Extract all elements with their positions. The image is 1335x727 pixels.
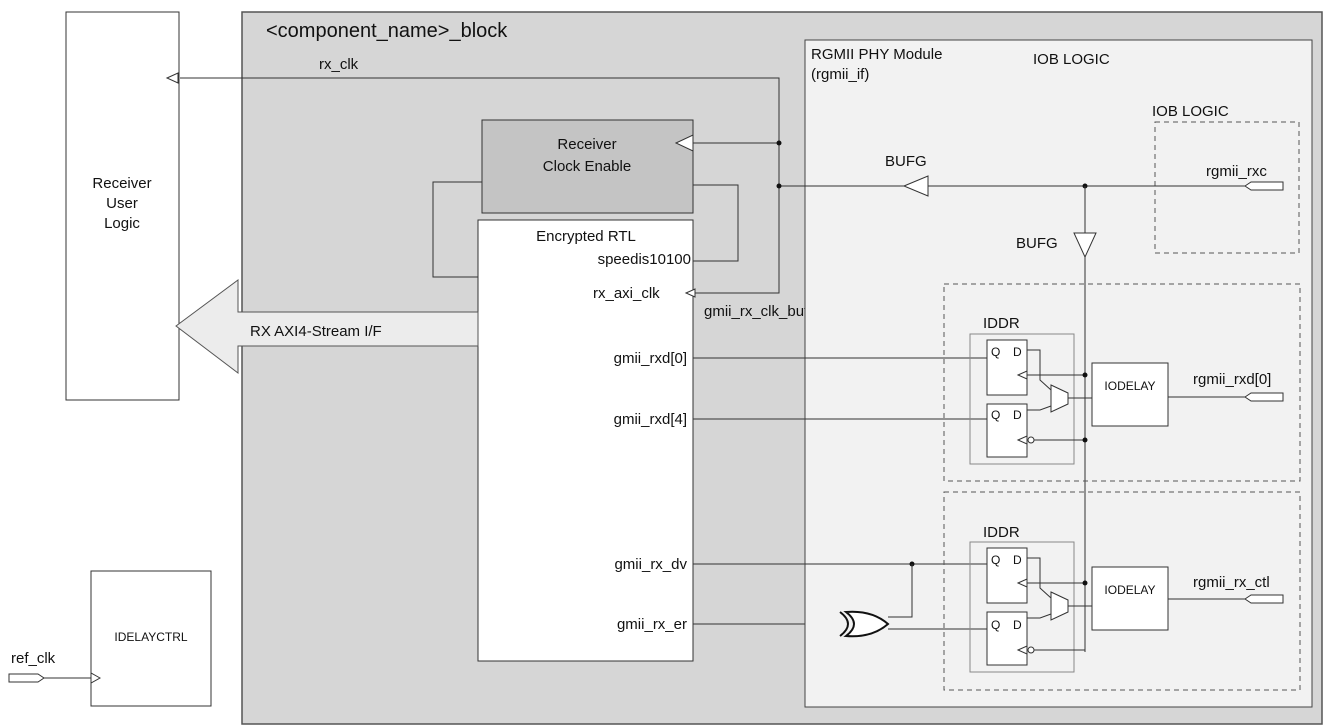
user-logic-line3: Logic bbox=[104, 215, 140, 232]
rxd0-port-label: gmii_rxd[0] bbox=[614, 350, 687, 367]
receiver-clock-enable-box bbox=[481, 119, 694, 214]
encrypted-rtl-title: Encrypted RTL bbox=[536, 228, 636, 245]
iddr-top-mux-icon bbox=[1050, 384, 1069, 413]
gmii-rx-clk-bufg-label: gmii_rx_clk_bufg bbox=[704, 303, 817, 320]
xor-gate-icon-phy bbox=[839, 610, 890, 638]
rgmii-rxd0-label: rgmii_rxd[0] bbox=[1193, 371, 1271, 388]
axi-clk-port-label: rx_axi_clk bbox=[593, 285, 660, 302]
speed-port-label: speedis10100 bbox=[598, 251, 691, 268]
idelayctrl-label: IDELAYCTRL bbox=[114, 630, 187, 644]
iddr-top-ff2 bbox=[986, 403, 1028, 458]
iddr-bottom-d1: D bbox=[1013, 553, 1022, 567]
ref-clk-port-icon bbox=[8, 673, 45, 683]
iddr-bottom-q1: Q bbox=[991, 553, 1000, 567]
speed-wire bbox=[693, 184, 739, 262]
rx-dv-port-label: gmii_rx_dv bbox=[614, 556, 687, 573]
iddr-bottom-ff2-clk-bubble bbox=[1027, 646, 1035, 654]
phy-module-line1: RGMII PHY Module bbox=[811, 46, 942, 63]
iodelay-bottom-label: IODELAY bbox=[1104, 583, 1155, 597]
idelayctrl-box bbox=[90, 570, 212, 707]
iddr-bottom-title: IDDR bbox=[983, 524, 1020, 541]
iob-dashed-top bbox=[943, 283, 1301, 482]
ref-clk-clk-icon bbox=[90, 672, 102, 684]
rx-clk-arrowhead bbox=[165, 72, 179, 84]
axi-clk-wire bbox=[695, 186, 780, 294]
rgmii-rx-ctl-label: rgmii_rx_ctl bbox=[1193, 574, 1270, 591]
axi-stream-arrow bbox=[175, 279, 479, 375]
iodelay-bottom-box bbox=[1091, 566, 1169, 631]
block-title: <component_name>_block bbox=[266, 20, 508, 42]
iddr-top-d2-wire bbox=[1027, 405, 1052, 411]
phy-module-line2: (rgmii_if) bbox=[811, 66, 869, 83]
rce-line1: Receiver bbox=[557, 136, 616, 153]
iddr-bottom-q2: Q bbox=[991, 618, 1000, 632]
receiver-user-logic-box bbox=[65, 11, 180, 401]
rce-line2: Clock Enable bbox=[543, 158, 631, 175]
iob-logic-box bbox=[1154, 121, 1300, 254]
rxd4-port-label: gmii_rxd[4] bbox=[614, 411, 687, 428]
iob-logic-inner-label: IOB LOGIC bbox=[1152, 103, 1229, 120]
iddr-top-d2: D bbox=[1013, 408, 1022, 422]
iddr-top-ff2-clk-bubble bbox=[1027, 436, 1035, 444]
bufg-vertical-icon bbox=[1073, 232, 1097, 259]
iddr-top-title: IDDR bbox=[983, 315, 1020, 332]
iddr-top-q1: Q bbox=[991, 345, 1000, 359]
rx-clk-label: rx_clk bbox=[319, 56, 359, 73]
ref-clk-label: ref_clk bbox=[11, 650, 56, 667]
bufg-v-label: BUFG bbox=[1016, 235, 1058, 252]
rgmii-rx-ctl-port-icon bbox=[1244, 594, 1284, 604]
rgmii-rxc-port-icon bbox=[1244, 181, 1284, 191]
iddr-bottom-ff2-clk-icon bbox=[1016, 645, 1028, 655]
bufg-h-label: BUFG bbox=[885, 153, 927, 170]
iddr-bottom-d1-wire bbox=[1027, 557, 1052, 599]
iddr-top-ff1 bbox=[986, 339, 1028, 396]
rx-enable-wire bbox=[432, 181, 482, 278]
rgmii-rxc-label: rgmii_rxc bbox=[1206, 163, 1267, 180]
rce-clock-junction bbox=[776, 140, 782, 146]
iddr-top-ff2-clk-icon bbox=[1016, 435, 1028, 445]
iddr-bottom-clk-junction1 bbox=[1082, 580, 1088, 586]
iddr-top-d1-wire bbox=[1027, 349, 1052, 391]
iddr-bottom-box bbox=[969, 541, 1075, 673]
axi-stream-label: RX AXI4-Stream I/F bbox=[250, 323, 382, 340]
iodelay-top-label: IODELAY bbox=[1104, 379, 1155, 393]
iddr-top-q2: Q bbox=[991, 408, 1000, 422]
iddr-bottom-ff2 bbox=[986, 611, 1028, 666]
user-logic-line1: Receiver bbox=[92, 175, 151, 192]
iddr-top-clk-junction1 bbox=[1082, 372, 1088, 378]
user-logic-line2: User bbox=[106, 195, 138, 212]
iddr-top-clk-junction2 bbox=[1082, 437, 1088, 443]
iddr-bottom-ff1 bbox=[986, 547, 1028, 604]
rgmii-rxd0-port-icon bbox=[1244, 392, 1284, 402]
phy-iob-logic-label: IOB LOGIC bbox=[1033, 51, 1110, 68]
iddr-bottom-d2-wire bbox=[1027, 613, 1052, 619]
iodelay-top-box bbox=[1091, 362, 1169, 427]
rx-er-port-label: gmii_rx_er bbox=[617, 616, 687, 633]
bufg-horizontal-icon bbox=[902, 175, 929, 197]
iob-dashed-bottom bbox=[943, 491, 1301, 691]
iddr-top-box bbox=[969, 333, 1075, 465]
encrypted-rtl-box bbox=[477, 219, 694, 662]
main-clock-junction-left bbox=[776, 183, 782, 189]
iddr-bottom-mux-icon bbox=[1050, 591, 1069, 621]
xor-in-dv-wire-phy bbox=[888, 564, 913, 618]
iddr-top-d1: D bbox=[1013, 345, 1022, 359]
iddr-bottom-d2: D bbox=[1013, 618, 1022, 632]
